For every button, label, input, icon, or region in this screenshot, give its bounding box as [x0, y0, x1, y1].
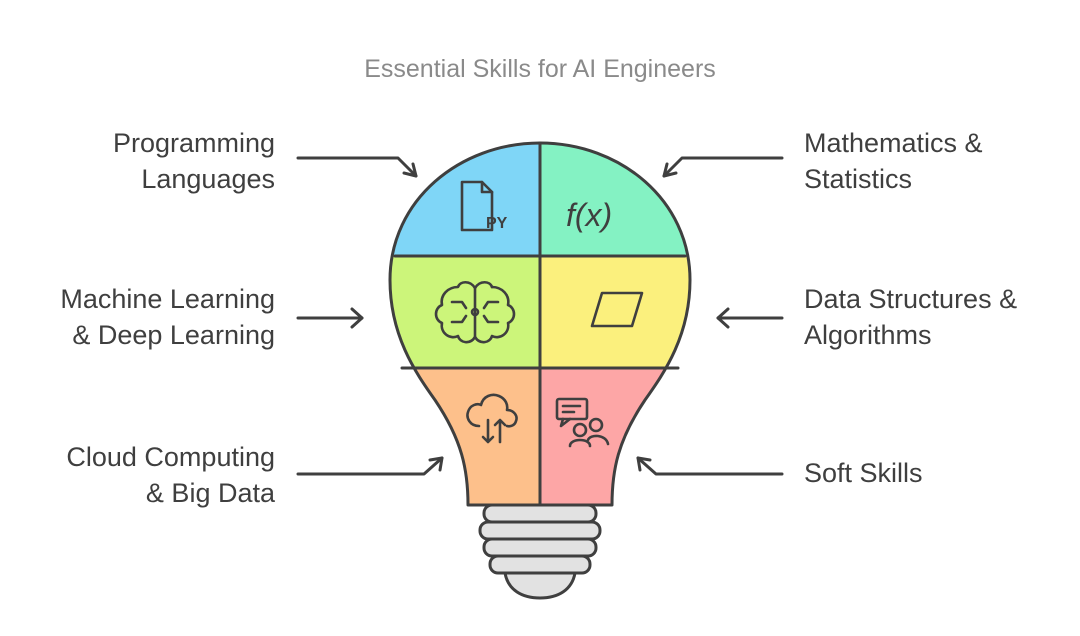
arrow-mathematics	[662, 156, 784, 178]
label-mathematics-statistics: Mathematics & Statistics	[804, 128, 983, 194]
label-data-structures-line2: Algorithms	[804, 320, 932, 350]
label-programming-line2: Languages	[141, 164, 275, 194]
label-mathematics-line2: Statistics	[804, 164, 912, 194]
section-mathematics	[540, 143, 690, 256]
function-icon-text: f(x)	[566, 197, 612, 233]
arrow-programming	[296, 156, 418, 178]
python-file-icon: PY	[460, 180, 508, 232]
bulb-screw-base	[478, 503, 602, 600]
diagram-title: Essential Skills for AI Engineers	[364, 55, 716, 83]
arrow-soft-skills	[636, 456, 784, 476]
section-soft-skills	[540, 368, 690, 505]
label-data-structures: Data Structures & Algorithms	[804, 284, 1017, 350]
label-machine-learning: Machine Learning & Deep Learning	[60, 284, 275, 350]
people-chat-icon	[555, 397, 610, 448]
label-programming-line1: Programming	[113, 128, 275, 158]
section-data-structures	[540, 256, 690, 368]
section-cloud-computing	[390, 368, 540, 505]
arrow-cloud-computing	[296, 456, 444, 476]
cloud-transfer-icon	[466, 393, 518, 444]
label-soft-skills-line1: Soft Skills	[804, 458, 923, 488]
function-icon: f(x)	[566, 197, 612, 233]
label-machine-learning-line1: Machine Learning	[60, 284, 275, 314]
label-cloud-computing: Cloud Computing & Big Data	[66, 442, 276, 508]
label-soft-skills: Soft Skills	[804, 458, 923, 488]
brain-circuit-icon	[434, 280, 516, 344]
label-data-structures-line1: Data Structures &	[804, 284, 1017, 314]
python-file-icon-text: PY	[486, 215, 508, 232]
arrow-data-structures	[716, 307, 784, 329]
arrow-machine-learning	[296, 307, 364, 329]
label-machine-learning-line2: & Deep Learning	[72, 320, 275, 350]
label-mathematics-line1: Mathematics &	[804, 128, 983, 158]
label-cloud-line2: & Big Data	[146, 478, 276, 508]
label-programming-languages: Programming Languages	[113, 128, 275, 194]
label-cloud-line1: Cloud Computing	[66, 442, 275, 472]
parallelogram-icon	[590, 291, 644, 328]
section-programming	[390, 143, 540, 256]
